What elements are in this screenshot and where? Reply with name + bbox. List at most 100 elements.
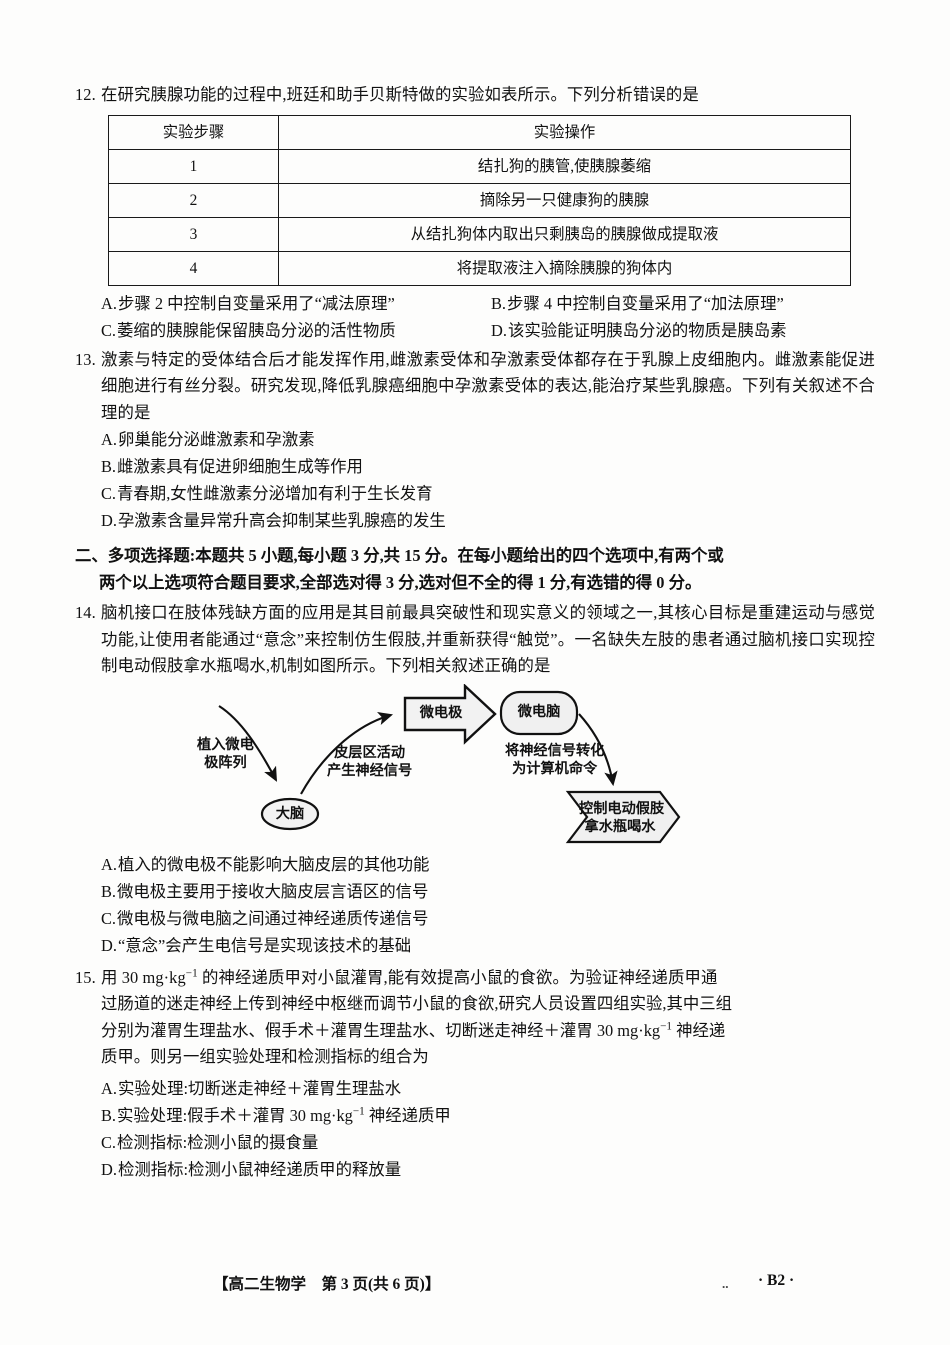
option-15-D[interactable]: D.检测指标:检测小鼠神经递质甲的释放量 — [101, 1156, 875, 1183]
question-12-stem-line: 12. 在研究胰腺功能的过程中,班廷和助手贝斯特做的实验如表所示。下列分析错误的… — [75, 82, 875, 109]
option-12-B[interactable]: B.步骤 4 中控制自变量采用了“加法原理” — [491, 290, 784, 317]
bci-mechanism-diagram: 植入微电 极阵列 皮层区活动 产生神经信号 将神经信号转化 为计算机命令 微电极… — [175, 682, 735, 844]
option-13-D[interactable]: D.孕激素含量异常升高会抑制某些乳腺癌的发生 — [101, 507, 875, 534]
option-12-D[interactable]: D.该实验能证明胰岛分泌的物质是胰岛素 — [491, 317, 787, 344]
option-14-C[interactable]: C.微电极与微电脑之间通过神经递质传递信号 — [101, 905, 875, 932]
table-header-operation: 实验操作 — [278, 114, 851, 150]
option-15-C[interactable]: C.检测指标:检测小鼠的摄食量 — [101, 1129, 875, 1156]
option-13-D-label: D. — [101, 511, 117, 530]
cortex-signal-arrow — [300, 711, 394, 795]
brain-node — [260, 797, 320, 830]
option-14-D[interactable]: D.“意念”会产生电信号是实现该技术的基础 — [101, 932, 875, 959]
option-12-B-text: 步骤 4 中控制自变量采用了“加法原理” — [507, 293, 784, 313]
option-15-A-label: A. — [101, 1078, 117, 1098]
question-13: 13. 激素与特定的受体结合后才能发挥作用,雌激素受体和孕激素受体都存在于乳腺上… — [75, 347, 875, 535]
question-12-number: 12. — [75, 85, 96, 104]
option-13-B[interactable]: B.雌激素具有促进卵细胞生成等作用 — [101, 453, 875, 480]
option-15-A[interactable]: A.实验处理:切断迷走神经＋灌胃生理盐水 — [101, 1075, 875, 1102]
option-13-A-text: 卵巢能分泌雌激素和孕激素 — [117, 430, 315, 449]
option-13-D-text: 孕激素含量异常升高会抑制某些乳腺癌的发生 — [117, 511, 446, 530]
question-14: 14. 脑机接口在肢体残缺方面的应用是其目前最具突破性和现实意义的领域之一,其核… — [75, 600, 875, 959]
option-15-B-text-a: 实验处理:假手术＋灌胃 30 mg·kg — [117, 1105, 353, 1125]
figure-label-implant: 植入微电 极阵列 — [197, 736, 254, 773]
option-12-D-text: 该实验能证明胰岛分泌的物质是胰岛素 — [507, 320, 787, 340]
option-14-C-label: C. — [101, 908, 117, 928]
table-row: 1 结扎狗的胰管,使胰腺萎缩 — [108, 148, 851, 184]
table-header-row: 实验步骤 实验操作 — [108, 114, 851, 150]
option-15-A-text: 实验处理:切断迷走神经＋灌胃生理盐水 — [117, 1078, 402, 1098]
option-12-D-label: D. — [491, 320, 507, 340]
q15-dose-1: 用 30 mg·kg−1 — [101, 967, 198, 987]
question-15-line2: 过肠道的迷走神经上传到神经中枢继而调节小鼠的食欲,研究人员设置四组实验,其中三组 — [101, 994, 733, 1013]
q15-dose-1-sup: −1 — [185, 967, 198, 980]
question-13-number: 13. — [75, 349, 96, 369]
q15-dose-1-text: 用 30 mg·kg — [101, 967, 186, 987]
figure-label-implant-line1: 植入微电 — [197, 736, 254, 753]
option-12-C[interactable]: C.萎缩的胰腺能保留胰岛分泌的活性物质 — [101, 317, 491, 344]
figure-label-cortex: 皮层区活动 产生神经信号 — [327, 744, 412, 781]
figure-node-brain: 大脑 — [275, 805, 305, 822]
q15-stem-part2: 的神经递质甲对小鼠灌胃,能有效提高小鼠的食欲。为验证神经递质甲通 — [197, 967, 718, 987]
q15-line3b: 神经递 — [671, 1020, 726, 1040]
page-content: 12. 在研究胰腺功能的过程中,班廷和助手贝斯特做的实验如表所示。下列分析错误的… — [75, 82, 875, 1183]
figure-label-convert-line1: 将神经信号转化 — [505, 742, 605, 759]
option-14-A[interactable]: A.植入的微电极不能影响大脑皮层的其他功能 — [101, 851, 875, 878]
option-15-B-sup: −1 — [352, 1105, 365, 1118]
table-cell-step: 1 — [108, 148, 279, 184]
microelectrode-block-arrow — [403, 682, 497, 745]
section-two-line-1: 二、多项选择题:本题共 5 小题,每小题 3 分,共 15 分。在每小题给出的四… — [75, 546, 724, 565]
option-12-B-label: B. — [491, 293, 507, 313]
prosthetic-output-node — [565, 790, 681, 843]
option-14-A-text: 植入的微电极不能影响大脑皮层的其他功能 — [117, 854, 430, 874]
option-12-A-text: 步骤 2 中控制自变量采用了“减法原理” — [117, 293, 395, 313]
option-13-A[interactable]: A.卵巢能分泌雌激素和孕激素 — [101, 426, 875, 453]
option-15-D-label: D. — [101, 1159, 117, 1179]
option-14-A-label: A. — [101, 854, 117, 874]
question-15-number: 15. — [75, 967, 96, 987]
section-two-line-2: 两个以上选项符合题目要求,全部选对得 3 分,选对但不全的得 1 分,有选错的得… — [99, 573, 702, 592]
question-15: 15. 用 30 mg·kg−1 的神经递质甲对小鼠灌胃,能有效提高小鼠的食欲。… — [75, 965, 875, 1183]
table-cell-step: 4 — [108, 250, 279, 286]
table-row: 2 摘除另一只健康狗的胰腺 — [108, 182, 851, 218]
option-15-C-text: 检测指标:检测小鼠的摄食量 — [117, 1132, 319, 1152]
command-arrow — [578, 712, 618, 786]
question-13-stem-line: 13. 激素与特定的受体结合后才能发挥作用,雌激素受体和孕激素受体都存在于乳腺上… — [75, 347, 875, 427]
option-14-C-text: 微电极与微电脑之间通过神经递质传递信号 — [117, 908, 429, 928]
figure-label-convert: 将神经信号转化 为计算机命令 — [505, 742, 604, 779]
table-cell-operation: 摘除另一只健康狗的胰腺 — [278, 182, 851, 218]
option-12-A[interactable]: A.步骤 2 中控制自变量采用了“减法原理” — [101, 290, 491, 317]
bci-diagram-svg — [218, 682, 681, 843]
option-13-C-label: C. — [101, 484, 117, 503]
table-row: 3 从结扎狗体内取出只剩胰岛的胰腺做成提取液 — [108, 216, 851, 252]
microcomputer-node — [499, 690, 579, 735]
section-two-heading: 二、多项选择题:本题共 5 小题,每小题 3 分,共 15 分。在每小题给出的四… — [75, 542, 875, 596]
figure-label-convert-line2: 为计算机命令 — [512, 761, 598, 777]
table-cell-operation: 将提取液注入摘除胰腺的狗体内 — [278, 250, 851, 286]
footer-dots: .. — [722, 1276, 729, 1291]
question-14-figure: 植入微电 极阵列 皮层区活动 产生神经信号 将神经信号转化 为计算机命令 微电极… — [75, 682, 875, 849]
option-13-A-label: A. — [101, 430, 117, 449]
table-header-step: 实验步骤 — [108, 114, 279, 150]
option-14-B[interactable]: B.微电极主要用于接收大脑皮层言语区的信号 — [101, 878, 875, 905]
option-14-B-label: B. — [101, 881, 117, 901]
figure-label-implant-line2: 极阵列 — [204, 755, 247, 771]
table-row: 4 将提取液注入摘除胰腺的狗体内 — [108, 250, 851, 286]
option-12-C-label: C. — [101, 320, 117, 340]
option-15-B[interactable]: B.实验处理:假手术＋灌胃 30 mg·kg−1 神经递质甲 — [101, 1102, 875, 1129]
option-13-C[interactable]: C.青春期,女性雌激素分泌增加有利于生长发育 — [101, 480, 875, 507]
table-cell-step: 3 — [108, 216, 279, 252]
table-cell-operation: 从结扎狗体内取出只剩胰岛的胰腺做成提取液 — [278, 216, 851, 252]
figure-node-output-line2: 拿水瓶喝水 — [584, 818, 656, 835]
question-14-number: 14. — [75, 603, 96, 622]
option-14-D-label: D. — [101, 935, 117, 955]
question-12-options-row-2: C.萎缩的胰腺能保留胰岛分泌的活性物质 D.该实验能证明胰岛分泌的物质是胰岛素 — [101, 317, 875, 344]
figure-node-output-line1: 控制电动假肢 — [579, 800, 665, 817]
question-15-line3: 分别为灌胃生理盐水、假手术＋灌胃生理盐水、切断迷走神经＋灌胃 30 mg·kg−… — [101, 1018, 875, 1045]
option-13-B-label: B. — [101, 457, 117, 476]
figure-label-cortex-line2: 产生神经信号 — [327, 763, 413, 779]
option-13-B-text: 雌激素具有促进卵细胞生成等作用 — [117, 457, 363, 476]
figure-node-microcomputer: 微电脑 — [517, 703, 561, 720]
question-15-stem-line: 15. 用 30 mg·kg−1 的神经递质甲对小鼠灌胃,能有效提高小鼠的食欲。… — [75, 965, 875, 992]
question-12: 12. 在研究胰腺功能的过程中,班廷和助手贝斯特做的实验如表所示。下列分析错误的… — [75, 82, 875, 344]
